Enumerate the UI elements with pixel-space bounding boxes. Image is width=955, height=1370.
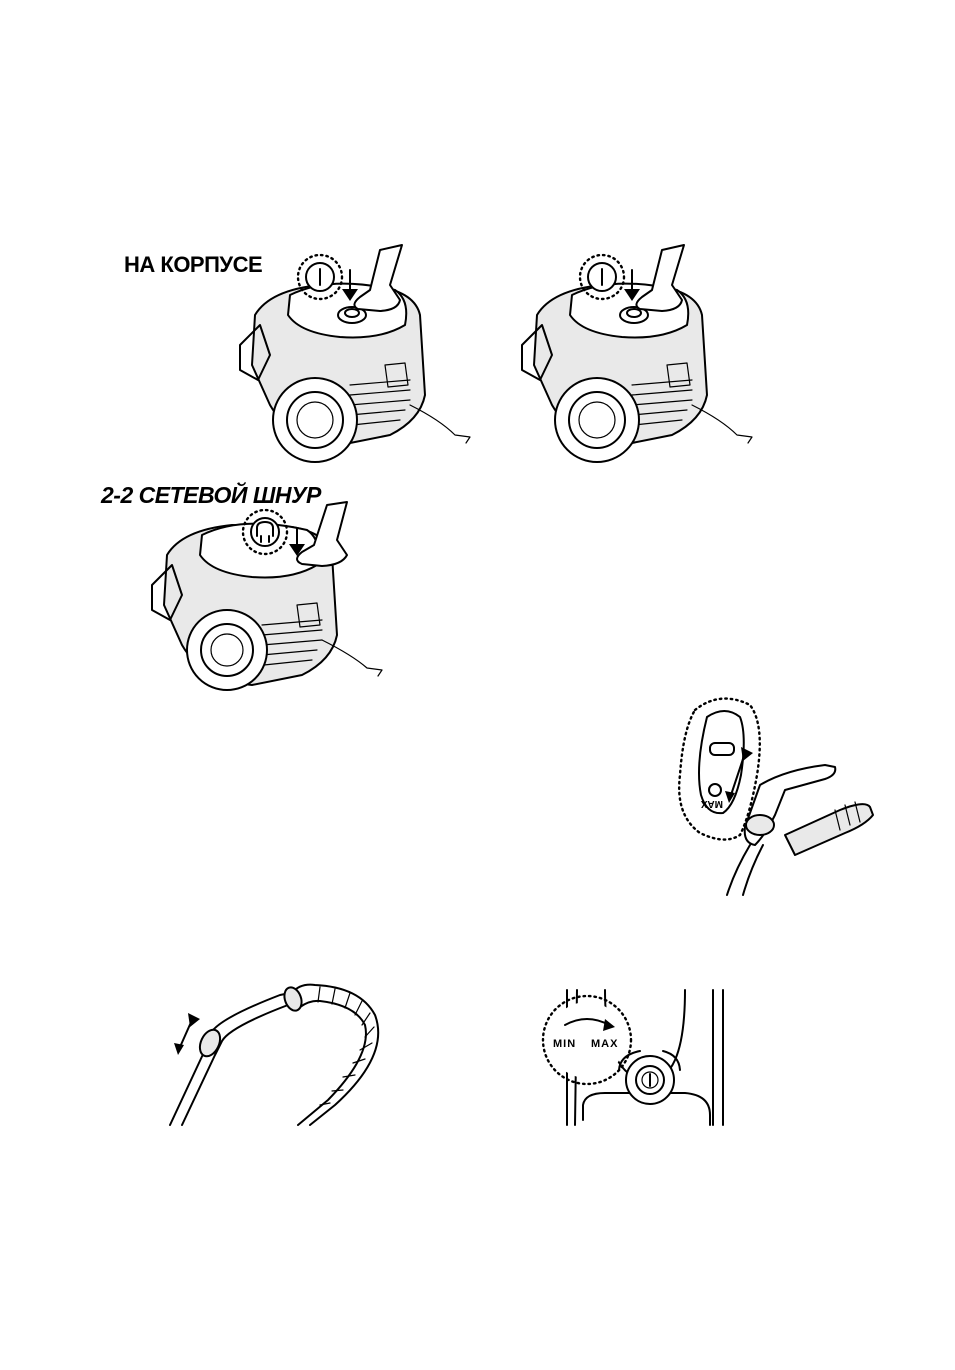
- dial-callout: MIN MAX: [543, 996, 631, 1084]
- double-arrow-icon: [174, 1013, 200, 1055]
- foot: [354, 245, 402, 311]
- dial-max-label: MAX: [591, 1038, 618, 1050]
- illustration-cord-rewind: [142, 500, 402, 700]
- illustration-vacuum-power-right: [512, 245, 772, 470]
- illustration-telescopic-tube: [160, 975, 395, 1130]
- power-dial: [619, 1051, 680, 1104]
- illustration-vacuum-power-left: [230, 245, 490, 470]
- handle: [727, 765, 873, 895]
- vacuum-body: [152, 524, 382, 690]
- illustration-handle-control: MAX: [665, 695, 880, 900]
- tube: [170, 993, 298, 1125]
- illustration-power-dial: MIN MAX: [545, 985, 735, 1130]
- handle-max-label: MAX: [700, 798, 723, 809]
- hose: [281, 985, 378, 1125]
- dial-min-label: MIN: [553, 1038, 576, 1050]
- foot: [636, 245, 684, 311]
